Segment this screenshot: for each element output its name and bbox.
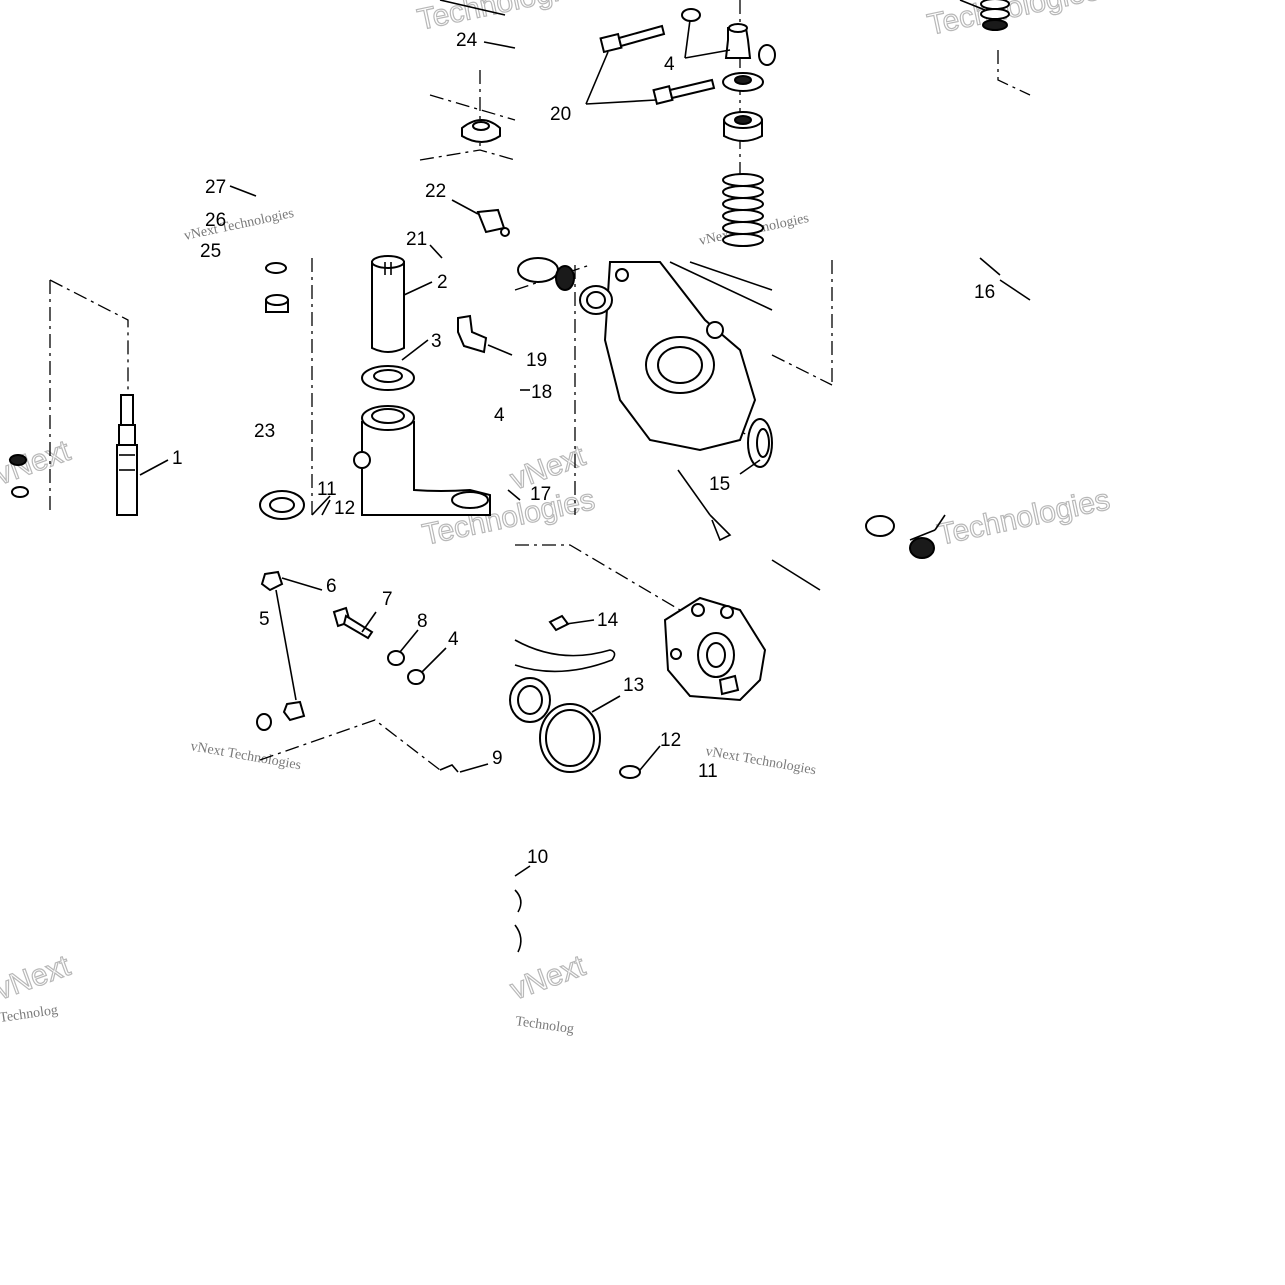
callout-15: 15 — [709, 474, 730, 495]
callout-numbers: 1 2 3 4 4 4 5 6 7 8 9 10 11 11 12 12 13 … — [172, 30, 995, 868]
watermark-5: vNext — [0, 949, 75, 1006]
callout-10: 10 — [527, 847, 548, 868]
upper-washer — [461, 119, 501, 143]
callout-25: 25 — [200, 241, 221, 262]
coil-spring — [722, 173, 764, 247]
callout-21: 21 — [406, 229, 427, 250]
top-hardware — [681, 8, 776, 142]
part-22-fitting — [476, 208, 510, 237]
callout-23: 23 — [254, 421, 275, 442]
leader-lines — [139, 0, 1031, 877]
callout-4-housing: 4 — [494, 405, 505, 426]
watermark-2: Technologies — [925, 0, 1103, 42]
callout-24: 24 — [456, 30, 478, 51]
part-20-bolts — [599, 24, 716, 105]
seal-pair — [517, 257, 613, 315]
callout-12-hub: 12 — [660, 730, 681, 751]
watermark-14: Technolog — [514, 1014, 574, 1037]
callout-13: 13 — [623, 675, 644, 696]
part-3-ring — [361, 365, 415, 391]
callout-3: 3 — [431, 331, 442, 352]
callout-7: 7 — [382, 589, 393, 610]
callout-8: 8 — [417, 611, 428, 632]
callout-17: 17 — [530, 484, 551, 505]
callout-22: 22 — [425, 181, 446, 202]
callout-12-housing: 12 — [334, 498, 355, 519]
watermark-13: Technolog — [0, 1003, 59, 1026]
spindle-housing — [353, 405, 491, 516]
watermark-12: vNext Technologies — [704, 744, 817, 778]
right-washer-nut — [865, 515, 936, 559]
part-19-bracket — [457, 314, 488, 354]
callout-4-upper: 4 — [664, 54, 675, 75]
callout-5: 5 — [259, 609, 270, 630]
part-2-sleeve — [371, 255, 405, 353]
callout-26: 26 — [205, 210, 226, 231]
callout-18: 18 — [531, 382, 552, 403]
watermark-9: vNext Technologies — [183, 206, 296, 244]
part-1-steering-post — [116, 394, 138, 516]
watermark-4: Technologies — [935, 483, 1113, 552]
part-10-fragment — [514, 889, 522, 953]
callout-11-housing: 11 — [317, 479, 337, 500]
lower-center-parts — [509, 614, 641, 779]
callout-20: 20 — [550, 104, 571, 125]
callout-6: 6 — [326, 576, 337, 597]
steering-knuckle — [603, 261, 773, 452]
callout-1: 1 — [172, 448, 183, 469]
callout-9: 9 — [492, 748, 503, 769]
lower-left-hardware — [256, 570, 459, 773]
watermark-11: vNext Technologies — [189, 739, 302, 773]
lower-arm-stub — [677, 469, 821, 591]
callout-2: 2 — [437, 272, 448, 293]
callout-19: 19 — [526, 350, 547, 371]
part-15-seal — [747, 418, 773, 468]
callout-16: 16 — [974, 282, 995, 303]
bearing-25-26 — [265, 262, 289, 313]
watermark-6: vNext — [506, 949, 590, 1006]
callout-14: 14 — [597, 610, 619, 631]
left-edge-nuts — [9, 454, 29, 498]
watermark-layer: Technologies Technologies Technologies T… — [0, 0, 1113, 1037]
part-23-seal — [259, 490, 305, 520]
callout-11-hub: 11 — [698, 761, 718, 782]
top-right-spring — [980, 0, 1010, 31]
callout-27: 27 — [205, 177, 226, 198]
callout-4-lower: 4 — [448, 629, 459, 650]
watermark-1: Technologies — [415, 0, 593, 37]
hub-flange — [663, 596, 767, 702]
